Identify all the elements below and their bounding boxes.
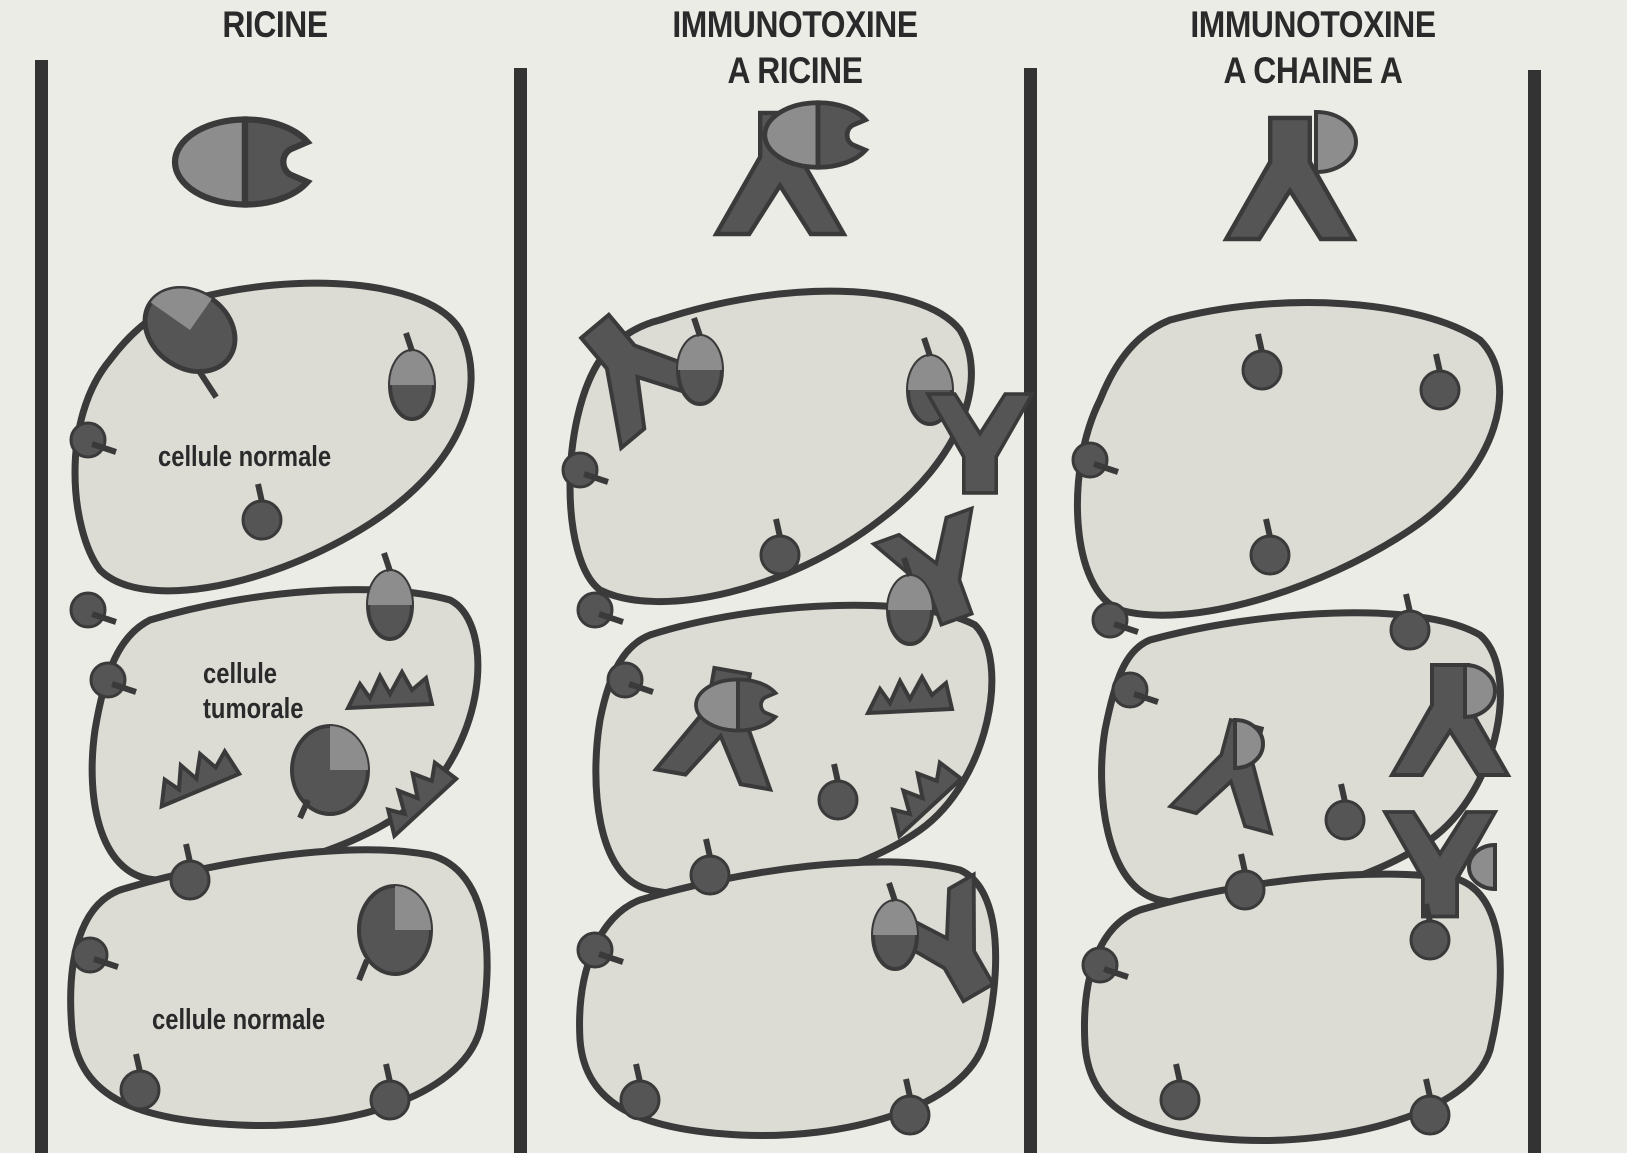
normal-cell-top [75,283,471,591]
tumor-cell [596,605,992,894]
label-tumor-cell-line1: cellule [203,657,277,691]
receptor-icon [368,553,412,639]
column-immunotoxine-chaine-a [1073,112,1508,1141]
receptor-icon [1391,594,1429,649]
label-normal-cell-top: cellule normale [158,440,331,474]
column-ricine [71,119,487,1125]
column-title-text: IMMUNOTOXINE A RICINE [672,4,917,91]
receptor-icon [71,593,116,627]
column-title-text: IMMUNOTOXINE A CHAINE A [1190,4,1435,91]
column-title-immunotoxine-ricine: IMMUNOTOXINE A RICINE [636,2,954,94]
tumor-cell [92,590,478,880]
label-tumor-cell-line2: tumorale [203,692,303,726]
ricin-molecule-icon [765,103,866,168]
column-title-immunotoxine-chaine-a: IMMUNOTOXINE A CHAINE A [1154,2,1472,94]
ricin-a-chain-icon [1316,112,1356,172]
ricin-molecule-icon [292,726,368,818]
ricin-molecule-icon [175,119,308,204]
column-title-text: RICINE [222,4,327,45]
normal-cell-top [1077,303,1499,616]
column-immunotoxine-ricine [551,103,1033,1136]
column-title-ricine: RICINE [180,2,369,48]
label-normal-cell-bottom: cellule normale [152,1003,325,1037]
